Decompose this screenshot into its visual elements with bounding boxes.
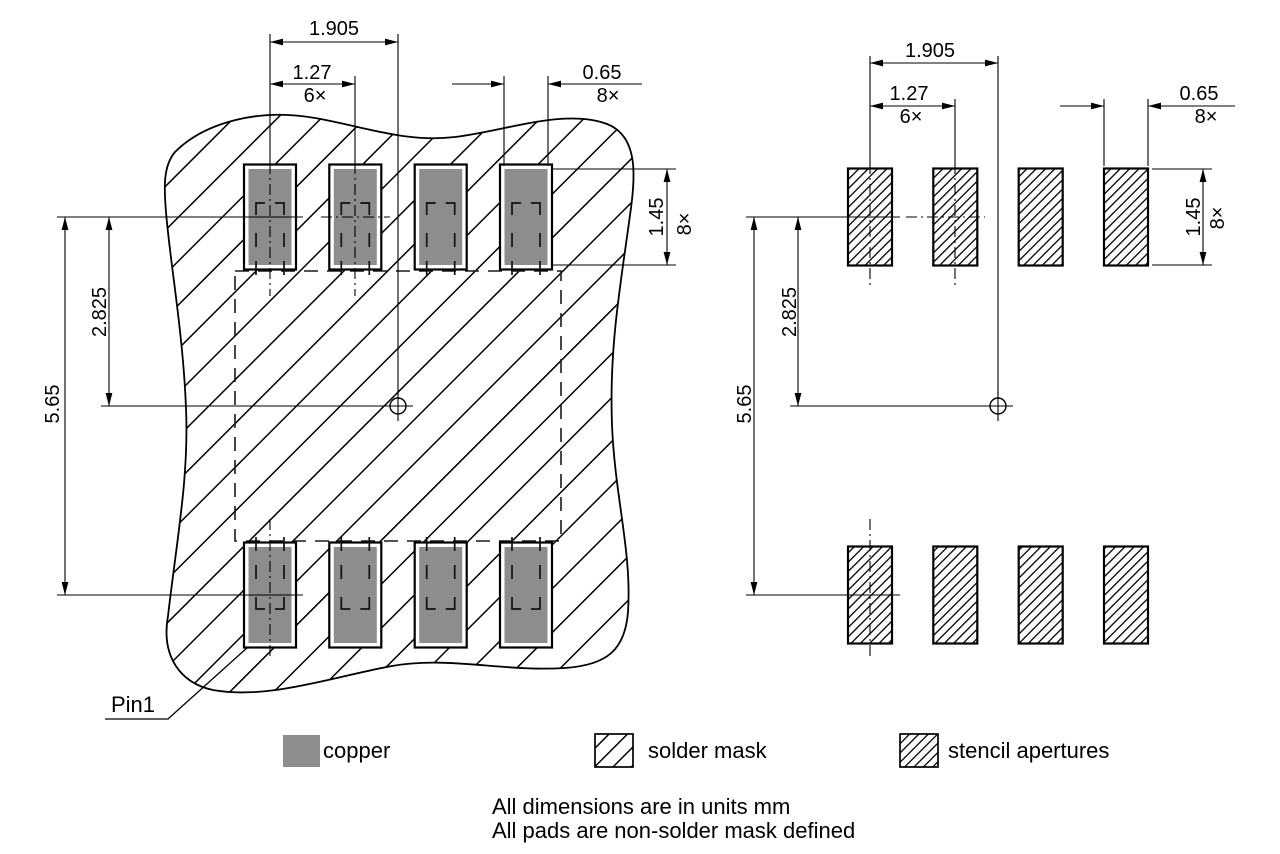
stencil-aperture [1102, 545, 1150, 645]
terminal-outline [340, 537, 371, 610]
dimension-arrow [663, 252, 671, 265]
terminal-outline [425, 537, 456, 610]
dim-center-offset-label: 2.825 [779, 287, 801, 337]
dim-pitch-count-label: 6× [304, 85, 327, 107]
copper-solder-mask-view: 1.905 1.27 6× 0.65 8× 1.45 8× 2.825 5.65… [42, 18, 696, 720]
dimension-arrow [1199, 169, 1207, 182]
dim-pad-width-count-label: 8× [1195, 106, 1218, 128]
dim-row-span-label: 5.65 [42, 385, 64, 424]
terminal-outline [255, 537, 285, 610]
copper-pad [333, 547, 377, 643]
terminal-outline [511, 202, 541, 275]
legend-copper-label: copper [323, 738, 390, 763]
right-construction-lines [746, 56, 1212, 658]
dimension-arrow [491, 80, 504, 88]
dimension-arrow [870, 59, 883, 67]
dimension-arrow [750, 217, 758, 230]
dim-pad-width-label: 0.65 [1180, 83, 1219, 105]
terminal-outline [255, 202, 285, 275]
dimension-arrow [105, 393, 113, 406]
stencil-aperture [1102, 167, 1150, 267]
dimension-arrow [942, 102, 955, 110]
dim-group-span-label: 1.905 [905, 40, 955, 62]
legend-stencil-apertures-swatch [899, 733, 939, 768]
dim-pad-height-count-label: 8× [1207, 207, 1229, 230]
dim-pad-width-count-label: 8× [597, 85, 620, 107]
dimension-arrow [270, 38, 283, 46]
legend-solder-mask-swatch [594, 733, 634, 768]
dimension-arrow [270, 80, 283, 88]
origin-marker [983, 391, 1013, 421]
pin1-leader-line [105, 646, 249, 720]
legend: copper solder mask stencil apertures [283, 733, 1109, 768]
dim-pad-height-label: 1.45 [646, 198, 668, 237]
copper-pad [419, 547, 463, 643]
stencil-aperture [932, 545, 979, 645]
pin1-label: Pin1 [111, 692, 155, 717]
legend-solder-mask-label: solder mask [648, 738, 768, 763]
legend-copper-swatch [283, 735, 320, 767]
dimension-arrow [794, 393, 802, 406]
dim-pitch-count-label: 6× [900, 106, 923, 128]
right-dimension-lines [750, 59, 1235, 595]
dim-center-offset-label: 2.825 [89, 287, 111, 337]
dim-pitch-label: 1.27 [890, 83, 929, 105]
dimension-arrow [663, 169, 671, 182]
dimension-arrow [61, 217, 69, 230]
copper-pad [504, 547, 548, 643]
dimension-arrow [342, 80, 355, 88]
dimension-arrow [385, 38, 398, 46]
dimension-arrow [61, 582, 69, 595]
dimension-arrow [105, 217, 113, 230]
left-construction-lines [57, 34, 676, 658]
dim-row-span-label: 5.65 [734, 385, 756, 424]
terminal-outline [340, 202, 371, 275]
dimension-arrow [1199, 252, 1207, 265]
dimension-arrow [1091, 102, 1104, 110]
dim-group-span-label: 1.905 [309, 18, 359, 40]
note-units: All dimensions are in units mm [492, 794, 790, 819]
dim-pitch-label: 1.27 [293, 62, 332, 84]
note-mask-defined: All pads are non-solder mask defined [492, 818, 855, 843]
stencil-apertures-view: 1.905 1.27 6× 0.65 8× 1.45 8× 2.825 5.65 [734, 40, 1235, 658]
terminal-outline [511, 537, 541, 610]
dimension-arrow [548, 80, 561, 88]
dim-pad-height-label: 1.45 [1183, 198, 1205, 237]
dim-pad-width-label: 0.65 [583, 62, 622, 84]
stencil-aperture [1017, 167, 1064, 267]
left-dimension-lines [61, 38, 671, 595]
dimension-arrow [750, 582, 758, 595]
stencil-aperture [1017, 545, 1064, 645]
dim-pad-height-count-label: 8× [674, 213, 696, 236]
legend-stencil-apertures-label: stencil apertures [948, 738, 1109, 763]
dimension-arrow [870, 102, 883, 110]
dimension-arrow [794, 217, 802, 230]
dimension-arrow [985, 59, 998, 67]
notes: All dimensions are in units mm All pads … [492, 794, 855, 843]
dimension-arrow [1148, 102, 1161, 110]
copper-pad [504, 169, 548, 265]
terminal-outline [425, 202, 456, 275]
copper-pad [419, 169, 463, 265]
origin-marker [383, 391, 413, 421]
